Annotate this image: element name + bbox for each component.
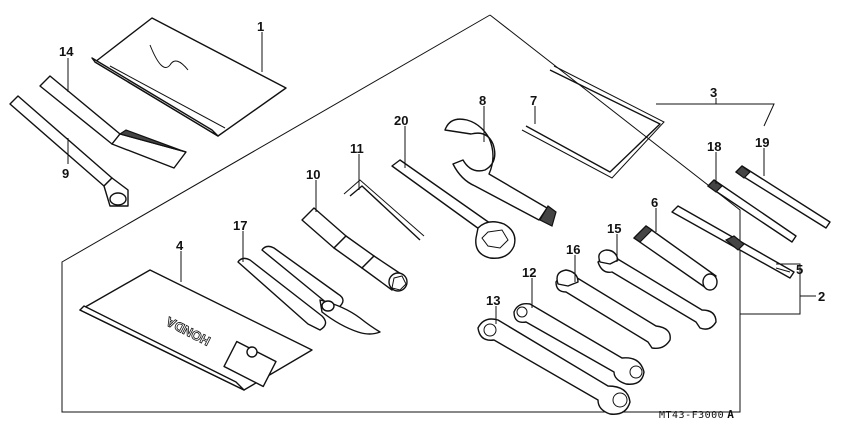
callout-8: 8: [479, 93, 486, 108]
socket-tube: [633, 225, 718, 291]
box-wrench: [9, 95, 129, 207]
callout-7: 7: [530, 93, 537, 108]
combination-wrench-12: [513, 302, 645, 385]
callout-4: 4: [176, 238, 184, 253]
combination-wrench-13: [477, 318, 631, 415]
screwdriver-bit-19: [735, 165, 831, 229]
diagram-code-suffix: A: [727, 408, 734, 421]
callout-19: 19: [755, 135, 769, 150]
long-hex-wrench: [521, 65, 665, 179]
ring-wrench: [391, 159, 516, 259]
callout-16: 16: [566, 242, 580, 257]
callout-10: 10: [306, 167, 320, 182]
tool-bag-open: HONDA: [79, 269, 313, 391]
open-end-wrench-15: [597, 249, 717, 330]
callout-18: 18: [707, 139, 721, 154]
spark-plug-socket: [301, 207, 408, 292]
callout-2: 2: [818, 289, 825, 304]
callout-labels: 1 2 3 4 5 6 7 8 9 10 11 12 13 14 15 16 1…: [59, 19, 825, 308]
pliers: [237, 245, 381, 335]
diagram-code-main: MT43-F3000: [659, 410, 724, 421]
callout-6: 6: [651, 195, 658, 210]
open-end-wrench-16: [555, 269, 671, 350]
screwdriver: [671, 205, 795, 279]
callout-9: 9: [62, 166, 69, 181]
panel-outline: [61, 14, 741, 413]
callout-11: 11: [350, 141, 364, 156]
callout-3: 3: [710, 85, 717, 100]
hex-key: [343, 179, 425, 241]
callout-12: 12: [522, 265, 536, 280]
callout-20: 20: [394, 113, 408, 128]
callout-14: 14: [59, 44, 74, 59]
callout-15: 15: [607, 221, 621, 236]
callout-13: 13: [486, 293, 500, 308]
screwdriver-bit-18: [707, 179, 797, 243]
callout-17: 17: [233, 218, 247, 233]
tool-bag-folded: [91, 17, 287, 137]
leader-lines: [67, 32, 816, 324]
callout-1: 1: [257, 19, 264, 34]
callout-5: 5: [796, 262, 803, 277]
pin-spanner: [444, 118, 557, 227]
handle-bar: [39, 75, 187, 169]
